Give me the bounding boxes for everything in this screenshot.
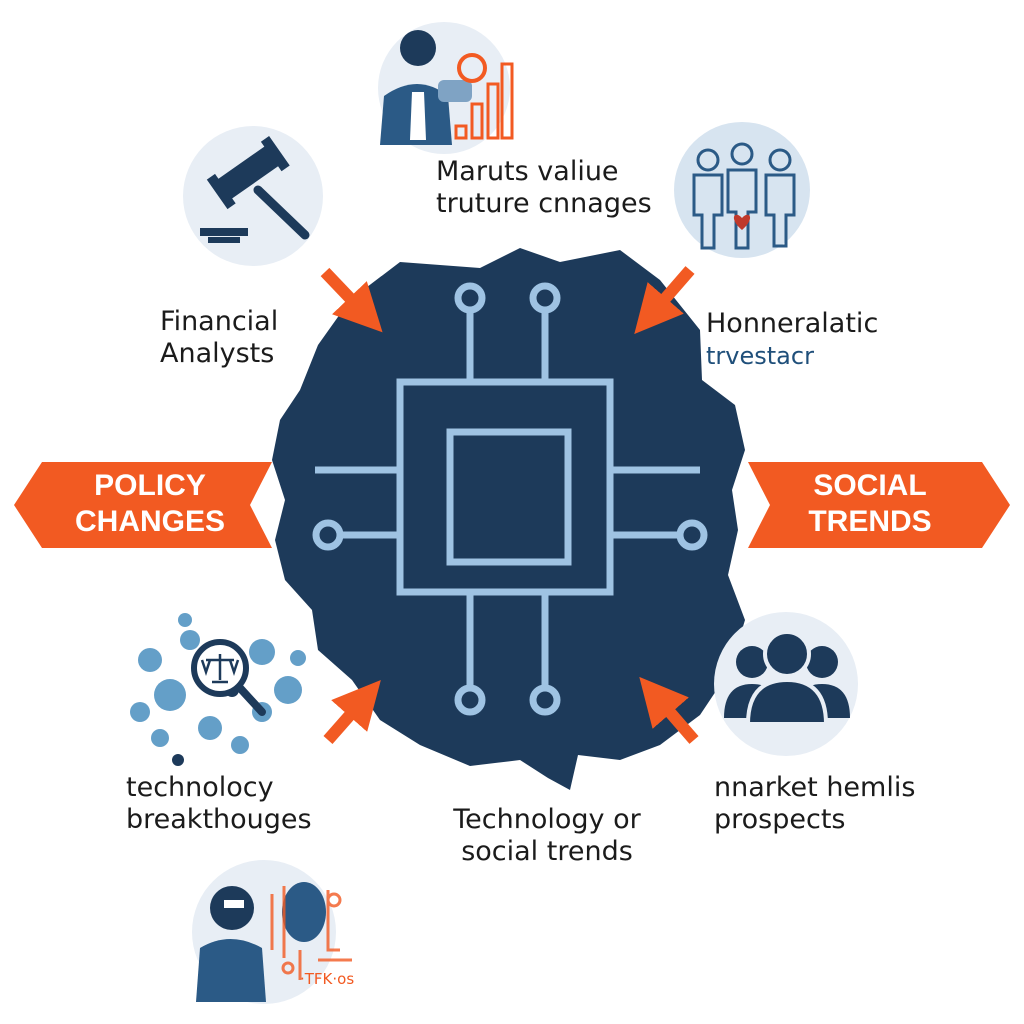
banner-policy-changes: POLICY CHANGES	[50, 468, 250, 540]
label-market-prospects: nnarket hemlis prospects	[714, 772, 915, 836]
people-group-icon	[674, 122, 810, 258]
arrow-upper-right	[634, 266, 695, 335]
arrow-lower-left	[323, 679, 381, 744]
label-top-line1: Maruts valiue	[436, 156, 619, 187]
banner-left	[14, 462, 272, 548]
banner-left-line1: POLICY	[94, 469, 206, 502]
label-lower-left-line2: breakthouges	[126, 804, 312, 835]
label-technology-breakthroughs: technolocy breakthouges	[126, 772, 312, 836]
engineer-icon	[192, 860, 352, 1004]
label-lower-right-line1: nnarket hemlis	[714, 772, 916, 803]
label-lower-right-line2: prospects	[714, 804, 846, 835]
chip-circuit-icon	[312, 282, 708, 716]
label-lower-center-line2: social trends	[461, 836, 633, 867]
center-gear	[272, 248, 745, 790]
label-upper-right-line1: Honneralatic	[706, 308, 879, 339]
bottom-icon-caption: ·TFK·os	[300, 970, 355, 988]
banner-right	[748, 462, 1010, 548]
label-lower-left-line1: technolocy	[126, 772, 274, 803]
label-lower-center-line1: Technology or	[453, 804, 641, 835]
analyst-chart-icon	[378, 22, 514, 154]
label-upper-right-line2: trvestacr	[706, 342, 814, 370]
label-upper-left-line2: Analysts	[160, 338, 275, 369]
banner-right-line2: TRENDS	[808, 505, 932, 538]
gavel-icon	[183, 126, 323, 266]
label-top: Maruts valiue truture cnnages	[436, 156, 652, 220]
label-top-line2: truture cnnages	[436, 188, 652, 219]
label-upper-right: Honneralatic trvestacr	[706, 308, 878, 372]
label-upper-left-line1: Financial	[160, 306, 279, 337]
banner-left-line2: CHANGES	[74, 505, 225, 538]
user-group-icon	[714, 612, 858, 756]
label-financial-analysts: Financial Analysts	[160, 306, 278, 370]
scales-magnifier-icon	[130, 613, 306, 766]
banner-social-trends: SOCIAL TRENDS	[770, 468, 970, 540]
label-technology-or-social-trends: Technology or social trends	[432, 804, 662, 868]
banner-right-line1: SOCIAL	[813, 469, 927, 502]
arrow-upper-left	[320, 267, 383, 333]
arrow-lower-right	[639, 676, 699, 744]
